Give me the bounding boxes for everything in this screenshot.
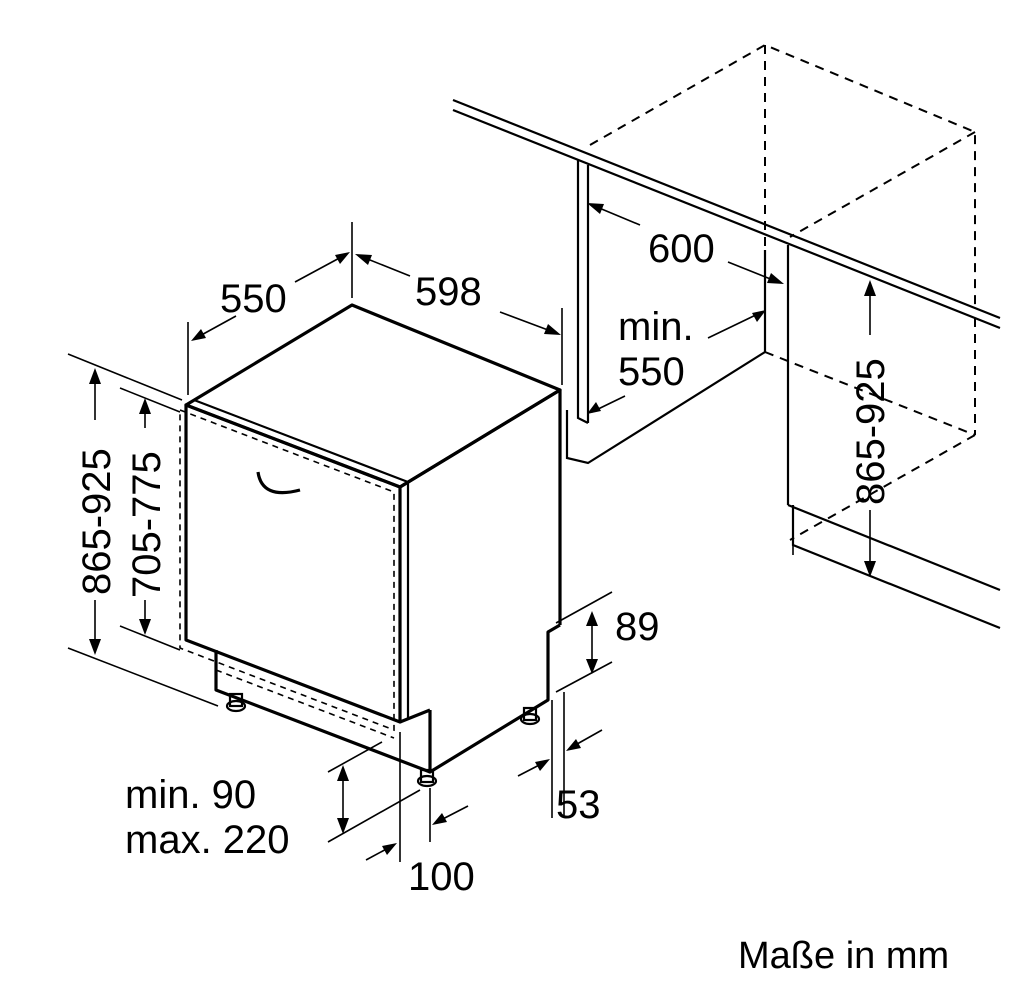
depth-label: 550: [220, 277, 287, 321]
door-handle: [256, 471, 301, 495]
foot-height-label-line2: max. 220: [125, 818, 290, 862]
plinth-height-label: 89: [615, 605, 660, 649]
units-note: Maße in mm: [738, 935, 949, 977]
niche-depth-label-line1: min.: [618, 305, 694, 349]
foot-height-dimension: min. 90 max. 220: [125, 741, 421, 862]
niche-width-dimension: 600: [587, 203, 784, 284]
appliance-height-dimension: 865-925: [67, 353, 219, 707]
niche-height-label: 865-925: [849, 358, 893, 505]
niche-depth-label-line2: 550: [618, 350, 685, 394]
dishwasher-body: [179, 303, 562, 788]
width-label: 598: [415, 270, 482, 314]
foot-height-label-line1: min. 90: [125, 773, 256, 817]
depth-dimension: 550: [191, 252, 350, 341]
installation-niche: [452, 43, 1001, 630]
adjustable-feet: [225, 692, 541, 788]
door-height-label: 705-775: [125, 451, 169, 598]
niche-height-dimension: 865-925: [849, 280, 893, 577]
width-dimension: 598: [355, 254, 561, 335]
plinth-recess-label: 53: [556, 783, 601, 827]
door-height-dimension: 705-775: [119, 387, 181, 651]
plinth-recess-dimension: 53: [517, 692, 603, 827]
door-setback-label: 100: [408, 855, 475, 899]
door-setback-dimension: 100: [365, 732, 475, 899]
niche-depth-dimension: min. 550: [587, 305, 766, 414]
niche-width-label: 600: [648, 227, 715, 271]
appliance-height-label: 865-925: [75, 448, 119, 595]
plinth-height-dimension: 89: [555, 591, 660, 693]
